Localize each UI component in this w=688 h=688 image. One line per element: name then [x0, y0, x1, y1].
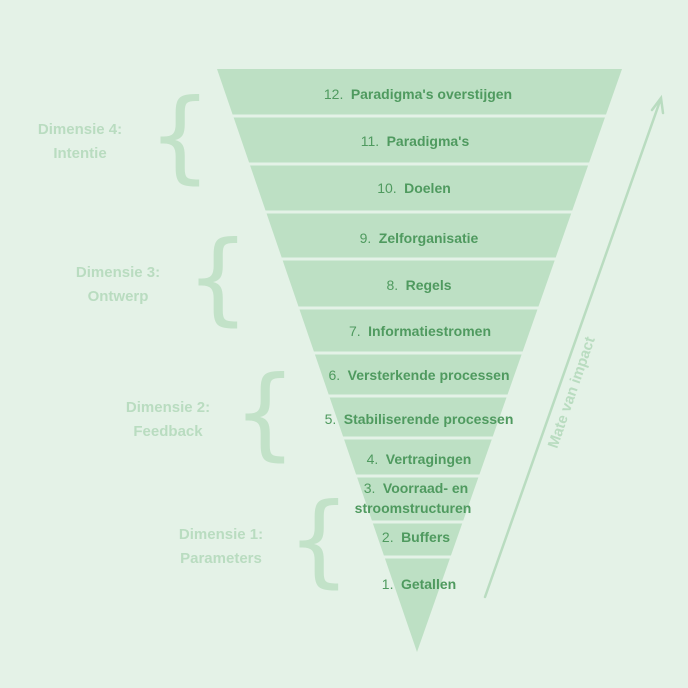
- brace-dimensie-1-icon: {: [287, 481, 351, 598]
- dimensie-2-line1: Dimensie 2:: [126, 399, 210, 416]
- funnel-triangle: [217, 69, 622, 652]
- level-name: Informatiestromen: [368, 323, 491, 339]
- level-number: 5.: [325, 411, 337, 427]
- level-9-label: 9. Zelforganisatie: [360, 230, 479, 247]
- level-3-label: 3. Voorraad- en: [364, 480, 468, 497]
- level-number: 9.: [360, 230, 372, 246]
- dimensie-4-line2: Intentie: [53, 145, 106, 162]
- level-number: 2.: [382, 529, 394, 545]
- brace-dimensie-2-icon: {: [233, 354, 297, 471]
- level-6-label: 6. Versterkende processen: [328, 367, 509, 384]
- level-number: 8.: [386, 277, 398, 293]
- level-3-label-line2: stroomstructuren: [355, 500, 472, 516]
- funnel-separators: [200, 114, 640, 559]
- dimensie-4-line1: Dimensie 4:: [38, 121, 122, 138]
- level-name: Getallen: [401, 576, 456, 592]
- level-number: 1.: [382, 576, 394, 592]
- level-name: Doelen: [404, 180, 451, 196]
- level-name: Paradigma's: [387, 133, 470, 149]
- level-name: Buffers: [401, 529, 450, 545]
- level-number: 4.: [367, 451, 379, 467]
- level-number: 6.: [328, 367, 340, 383]
- level-name: Regels: [406, 277, 452, 293]
- dimensie-3-line1: Dimensie 3:: [76, 264, 160, 281]
- level-name: Paradigma's overstijgen: [351, 86, 512, 102]
- brace-dimensie-3-icon: {: [186, 219, 250, 336]
- level-name: Zelforganisatie: [379, 230, 479, 246]
- dimensie-3-line2: Ontwerp: [88, 288, 149, 305]
- level-11-label: 11. Paradigma's: [361, 133, 470, 150]
- level-name: Vertragingen: [386, 451, 472, 467]
- level-8-label: 8. Regels: [386, 277, 451, 294]
- level-7-label: 7. Informatiestromen: [349, 323, 491, 340]
- level-12-label: 12. Paradigma's overstijgen: [324, 86, 512, 103]
- level-10-label: 10. Doelen: [377, 180, 451, 197]
- level-name: Stabiliserende processen: [344, 411, 514, 427]
- dimensie-2-line2: Feedback: [133, 423, 203, 440]
- dimensie-1-line2: Parameters: [180, 550, 262, 567]
- level-1-label: 1. Getallen: [382, 576, 456, 593]
- dimensie-1-line1: Dimensie 1:: [179, 526, 263, 543]
- brace-dimensie-4-icon: {: [148, 77, 212, 194]
- level-name: Voorraad- en: [383, 480, 468, 496]
- level-5-label: 5. Stabiliserende processen: [325, 411, 514, 428]
- level-4-label: 4. Vertragingen: [367, 451, 472, 468]
- level-number: 7.: [349, 323, 361, 339]
- level-number: 12.: [324, 86, 343, 102]
- impact-arrow-icon: [483, 94, 665, 599]
- level-2-label: 2. Buffers: [382, 529, 450, 546]
- level-name: Versterkende processen: [348, 367, 510, 383]
- level-number: 10.: [377, 180, 396, 196]
- level-number: 3.: [364, 480, 376, 496]
- level-number: 11.: [361, 133, 379, 149]
